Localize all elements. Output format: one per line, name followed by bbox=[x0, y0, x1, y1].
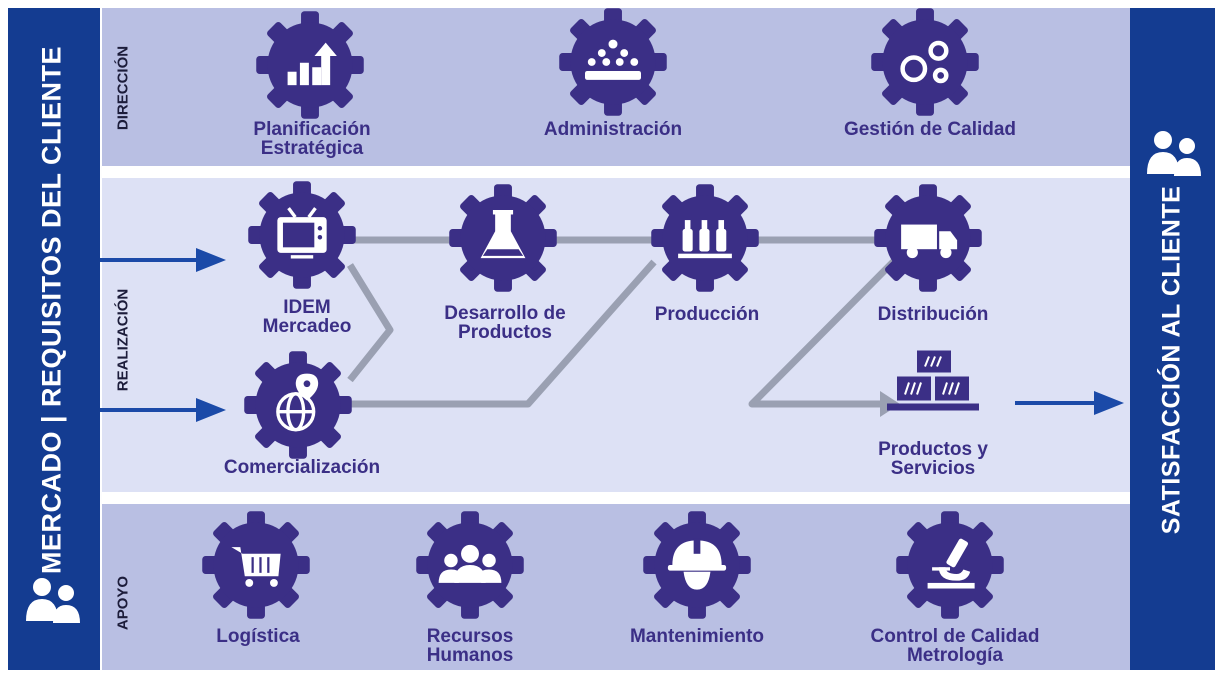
label-control-calidad: Control de Calidad Metrología bbox=[870, 626, 1040, 666]
meeting-icon bbox=[585, 39, 641, 80]
gear-recursos-humanos bbox=[414, 509, 526, 621]
boxes-icon bbox=[883, 349, 983, 422]
label-comercializacion: Comercialización bbox=[223, 457, 381, 478]
label-recursos-humanos: Recursos Humanos bbox=[426, 626, 514, 666]
label-produccion: Producción bbox=[654, 304, 760, 325]
gear-idem-mercadeo bbox=[246, 179, 358, 291]
globe-pin-icon bbox=[276, 373, 319, 432]
gears-icon bbox=[900, 40, 949, 84]
gear-mantenimiento bbox=[641, 509, 753, 621]
left-sidebar bbox=[8, 8, 100, 670]
label-distribucion: Distribución bbox=[877, 304, 989, 325]
cart-icon bbox=[231, 547, 281, 587]
label-logistica: Logística bbox=[216, 626, 300, 647]
helmet-icon bbox=[667, 538, 727, 590]
truck-icon bbox=[901, 224, 958, 259]
flask-icon bbox=[480, 210, 526, 259]
microscope-icon bbox=[927, 538, 975, 589]
gear-produccion bbox=[649, 182, 761, 294]
label-planificacion: Planificación Estratégica bbox=[253, 119, 371, 159]
users-icon bbox=[1143, 128, 1205, 183]
gear-planificacion bbox=[254, 9, 366, 121]
team-icon bbox=[438, 544, 502, 583]
right-sidebar bbox=[1130, 8, 1215, 670]
gear-comercializacion bbox=[242, 349, 354, 461]
label-idem-mercadeo: IDEM Mercadeo bbox=[262, 297, 352, 337]
gear-administracion bbox=[557, 6, 669, 118]
users-icon bbox=[22, 575, 84, 630]
label-administracion: Administración bbox=[543, 119, 683, 140]
label-productos-servicios: Productos y Servicios bbox=[878, 439, 988, 479]
gear-desarrollo bbox=[447, 182, 559, 294]
label-gestion-calidad: Gestión de Calidad bbox=[843, 119, 1017, 140]
band-divider bbox=[100, 8, 102, 670]
label-desarrollo: Desarrollo de Productos bbox=[444, 303, 566, 343]
gear-control-calidad bbox=[894, 509, 1006, 621]
gear-distribucion bbox=[872, 182, 984, 294]
gear-logistica bbox=[200, 509, 312, 621]
tv-icon bbox=[277, 207, 327, 259]
bottles-icon bbox=[678, 220, 732, 259]
label-mantenimiento: Mantenimiento bbox=[629, 626, 765, 647]
growth-chart-icon bbox=[287, 42, 337, 86]
gear-gestion-calidad bbox=[869, 6, 981, 118]
